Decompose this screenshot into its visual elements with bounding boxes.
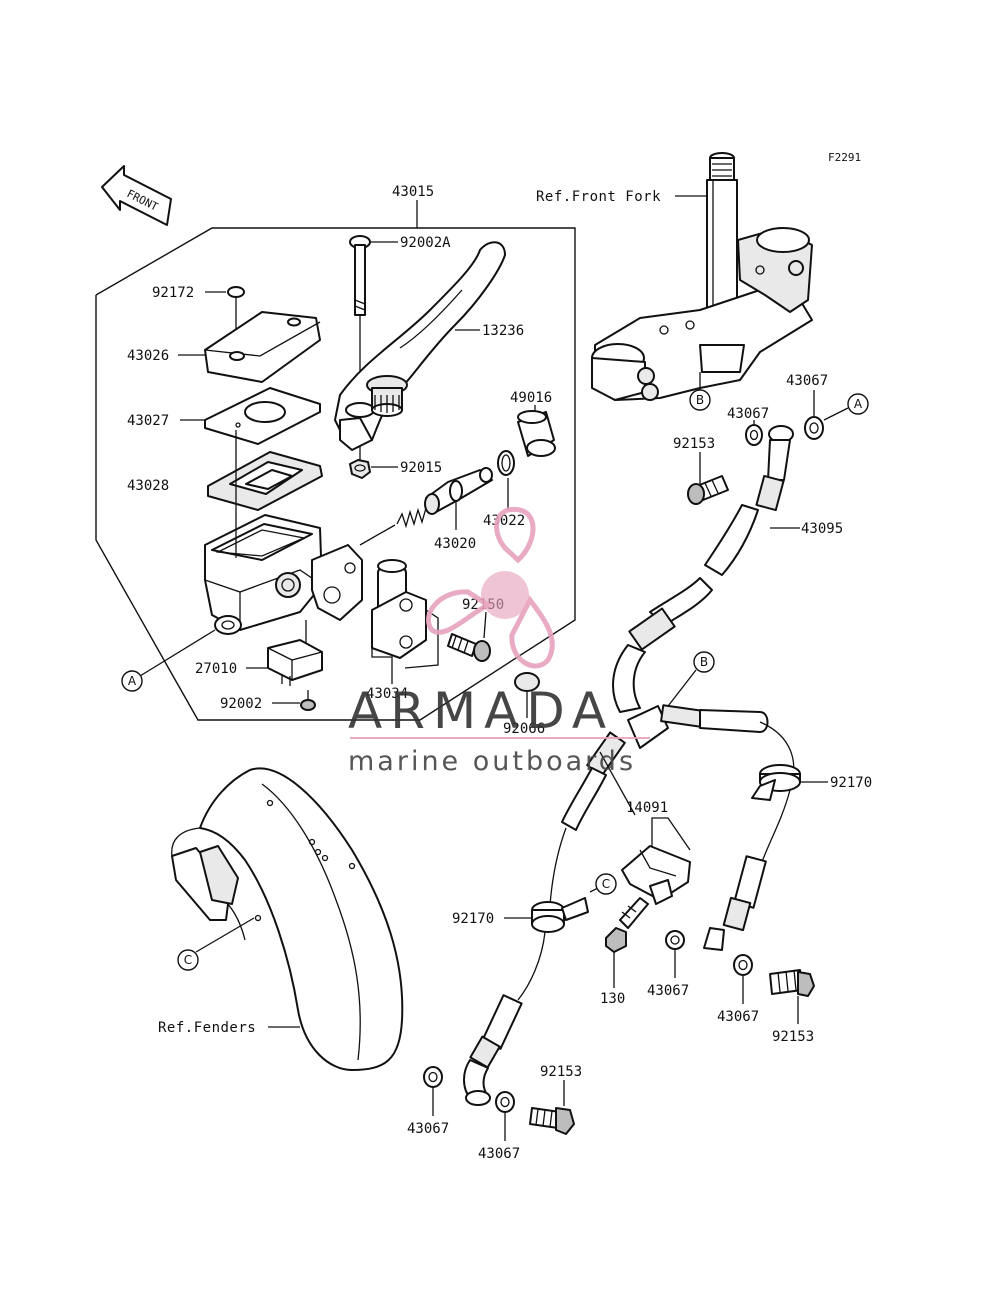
nut-92015 [349,459,371,479]
label-92002: 92002 [220,696,262,712]
piston-43020 [359,467,493,546]
label-43067-f: 43067 [478,1146,520,1162]
master-cylinder-body [204,514,363,635]
assembly-frame [95,227,576,721]
hose-bracket-14091 [621,845,691,905]
leader-callout-b-mid [664,669,697,711]
label-13236: 13236 [482,323,524,339]
callout-a-left-label: A [128,674,137,688]
brake-hose-junction [561,704,769,831]
ref-front-fork: Ref.Front Fork [536,189,661,205]
leader-callout-c-left [195,917,255,953]
watermark: ARMADA marine outboards [348,506,650,777]
label-130: 130 [600,991,625,1007]
diaphragm-plate-43027 [204,387,321,445]
callout-c-left-label: C [184,953,192,967]
watermark-brand: ARMADA [348,682,614,740]
front-fork-steering-stem [591,152,813,401]
washer-43067-mid-left [665,930,685,950]
label-92153-a: 92153 [673,436,715,452]
label-43067-e: 43067 [407,1121,449,1137]
banjo-bolt-92153-bottom [529,1107,575,1135]
label-92172: 92172 [152,285,194,301]
callout-c-right-label: C [602,877,610,891]
callout-b-mid-label: B [700,655,708,669]
front-direction-arrow: FRONT [101,165,172,226]
bolt-130 [605,897,649,953]
hose-clamp-92170-left [531,897,589,933]
ref-fenders: Ref.Fenders [158,1020,256,1036]
label-43028: 43028 [127,478,169,494]
label-43095: 43095 [801,521,843,537]
front-fender [171,767,404,1071]
washer-43067-top-left [745,424,763,446]
label-92170-a: 92170 [830,775,872,791]
label-43020: 43020 [434,536,476,552]
label-92015: 92015 [400,460,442,476]
dust-boot-49016 [517,410,556,457]
clamp-43034 [371,559,439,669]
leader-43034 [371,647,393,658]
label-43015: 43015 [392,184,434,200]
label-43026: 43026 [127,348,169,364]
label-43067-b: 43067 [727,406,769,422]
callout-b-top-label: B [696,393,704,407]
label-92002A: 92002A [400,235,451,251]
label-43067-c: 43067 [647,983,689,999]
pivot-bolt-92002A [349,235,371,316]
callout-b-top [689,389,711,411]
callout-a-right [847,393,869,415]
leader-callout-a-left [139,629,216,677]
washer-43067-bottom-right [495,1091,515,1113]
clamp-bolt-92150 [447,633,491,662]
label-43022: 43022 [483,513,525,529]
propeller-logo [425,506,555,669]
label-43067-a: 43067 [786,373,828,389]
watermark-tagline: marine outboards [348,746,636,777]
label-43034: 43034 [366,686,408,702]
callout-a-left [121,670,143,692]
figure-code: F2291 [828,151,861,164]
brake-hose-43095 [612,425,794,713]
screw-92172 [227,286,245,306]
banjo-bolt-92153-top [687,475,729,505]
cap-92066 [514,672,540,692]
washer-43067-mid-right [733,954,753,976]
callout-a-right-label: A [854,397,863,411]
label-92170-b: 92170 [452,911,494,927]
brake-lever-13236 [334,241,506,451]
circlip-43022 [497,450,515,476]
callout-b-mid [693,651,715,673]
callout-c-right [595,873,617,895]
label-43067-d: 43067 [717,1009,759,1025]
washer-43067-top-right [804,416,824,440]
washer-43067-bottom-left [423,1066,443,1088]
brake-hose-right-lower [703,721,795,951]
label-43027: 43027 [127,413,169,429]
leader-92150 [483,611,487,639]
label-49016: 49016 [510,390,552,406]
callout-c-left [177,949,199,971]
label-92153-b: 92153 [772,1029,814,1045]
label-14091: 14091 [626,800,668,816]
label-92153-c: 92153 [540,1064,582,1080]
screw-92002 [300,690,316,711]
banjo-bolt-92153-right [769,969,815,997]
label-27010: 27010 [195,661,237,677]
diaphragm-43028 [207,451,323,511]
reservoir-cap-43026 [204,311,321,383]
label-92066: 92066 [503,721,545,737]
leader-14091 [651,817,691,851]
brake-hose-left-lower [463,827,567,1106]
hose-clamp-92170-right [751,764,801,801]
brake-switch-27010 [267,620,323,686]
